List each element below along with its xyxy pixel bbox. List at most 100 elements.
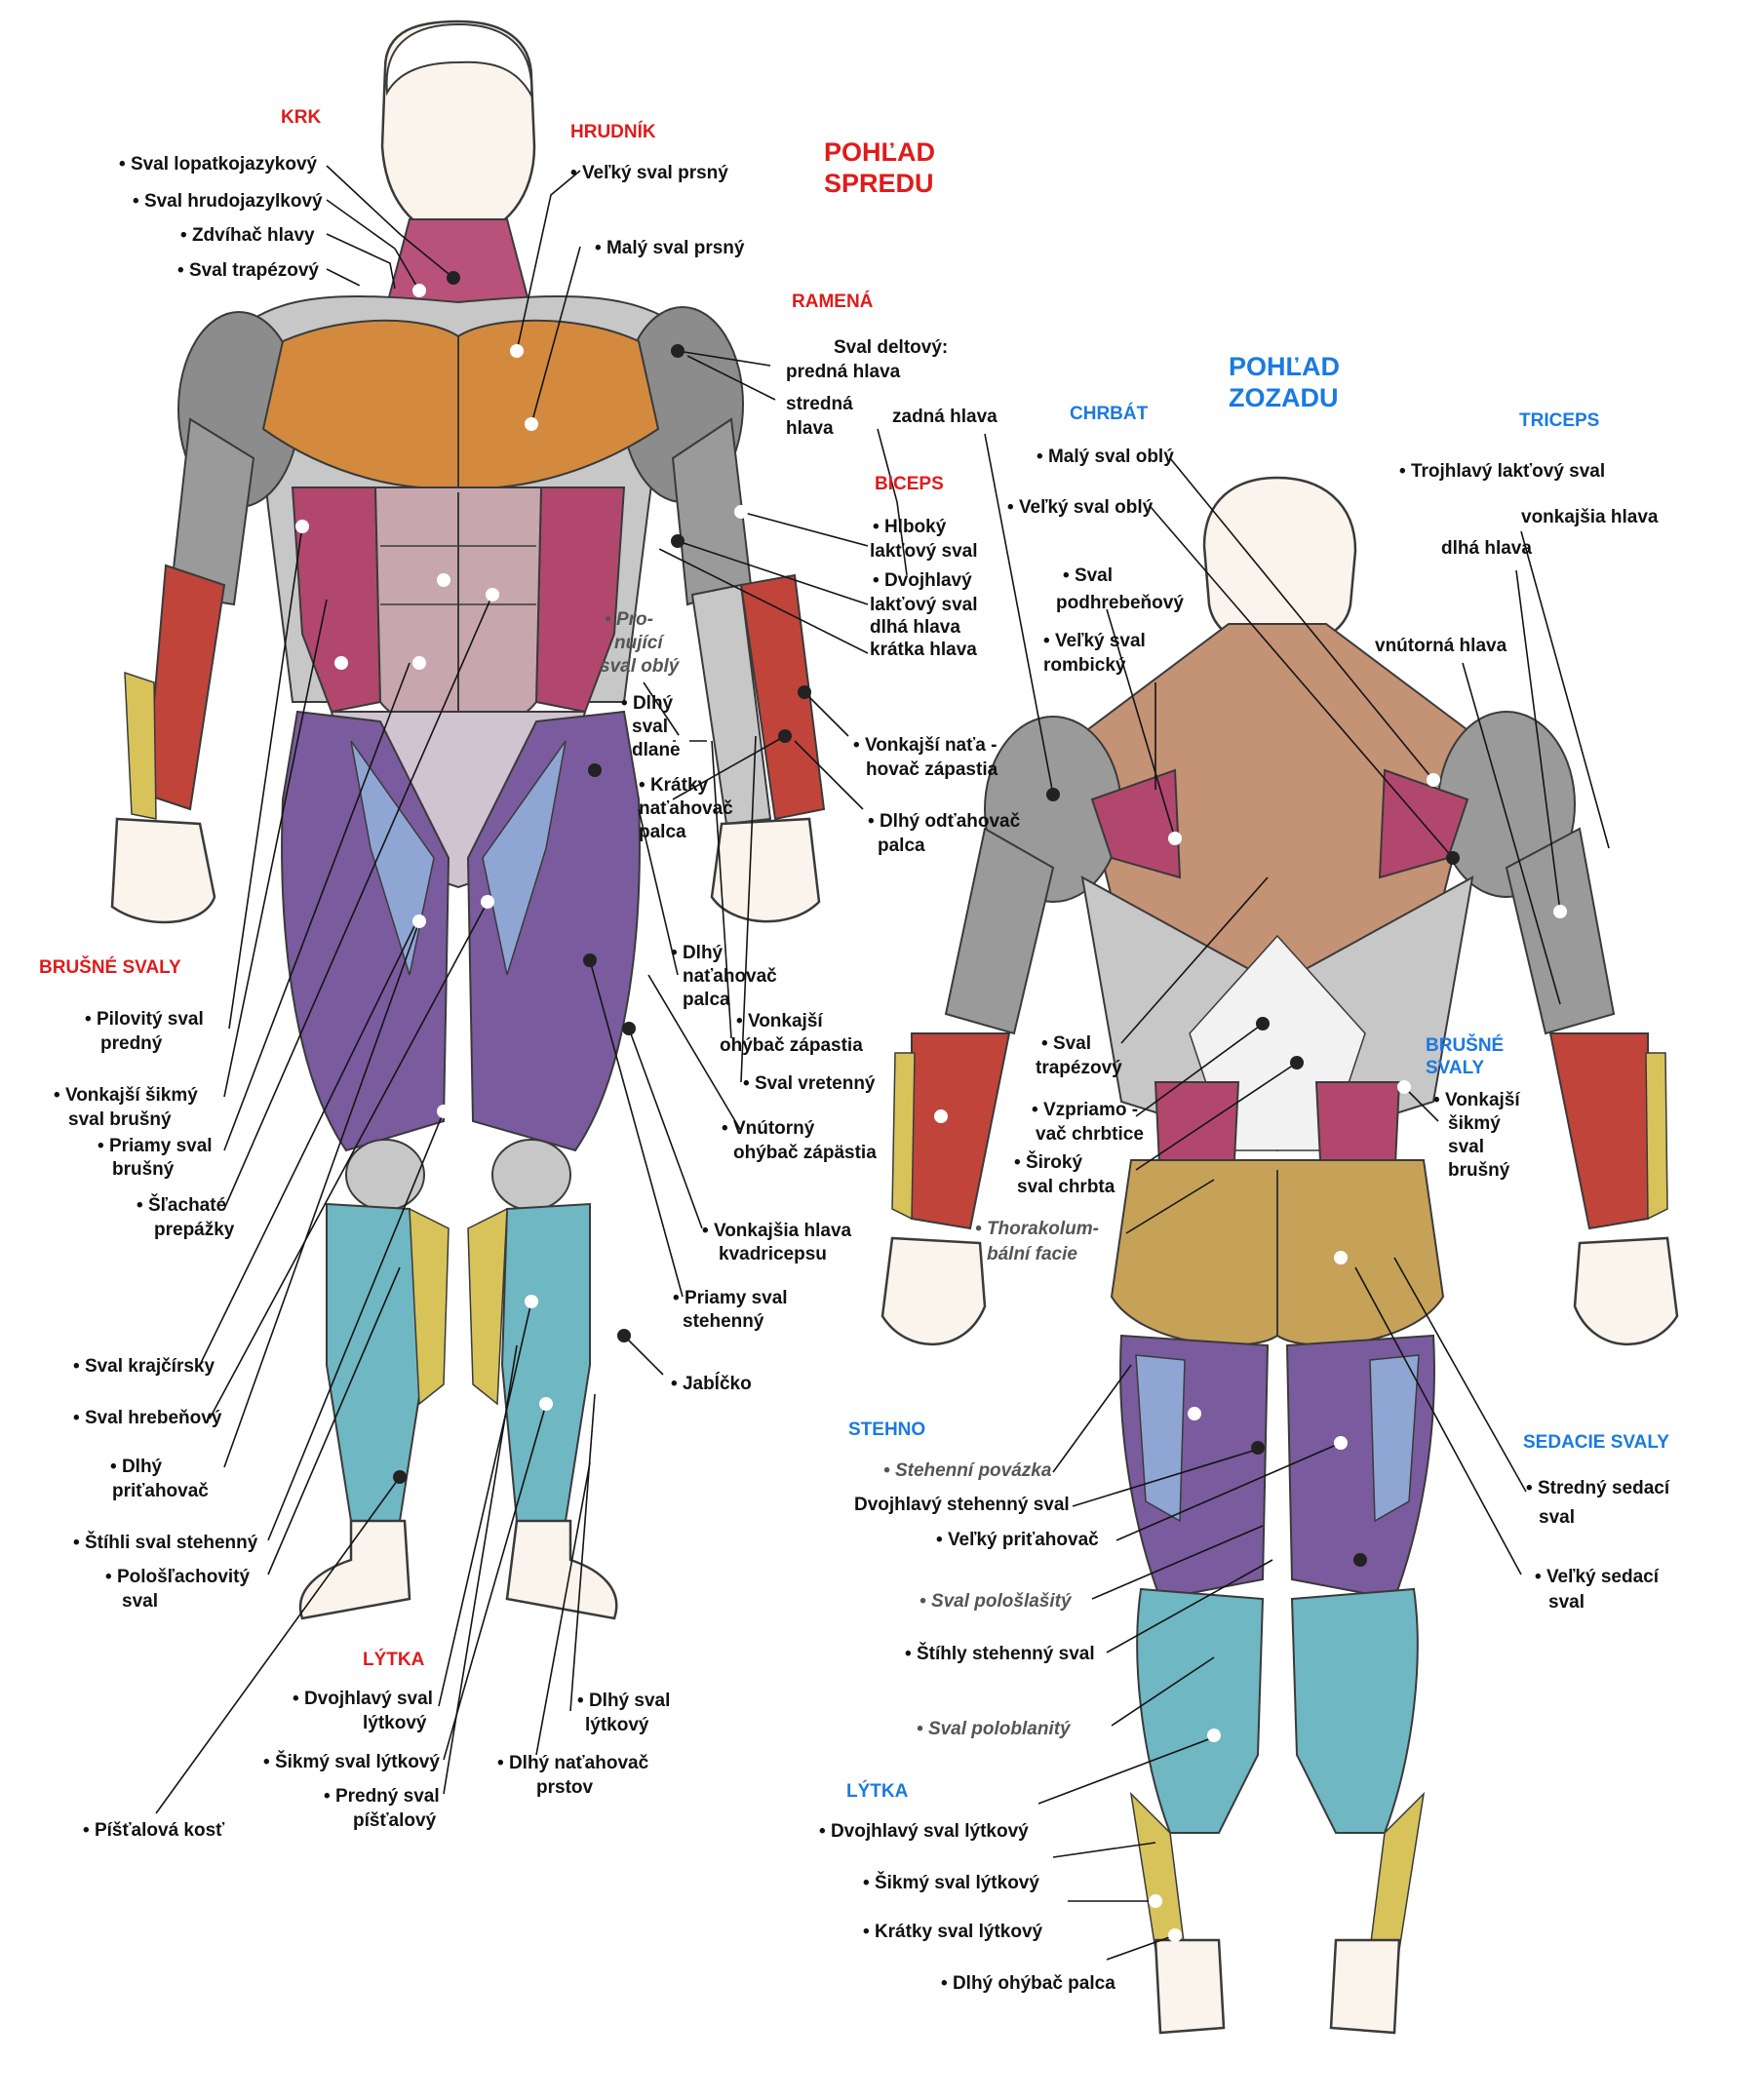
leader-line — [1106, 608, 1176, 839]
label-text: Sval — [1075, 565, 1113, 586]
section-brusne-back: BRUŠNÉ SVALY — [1426, 1034, 1509, 1078]
leader-line — [1052, 1842, 1156, 1858]
label-text: Veľký priťahovač — [948, 1530, 1099, 1550]
marker-dot — [525, 417, 538, 431]
label-line: stredná — [786, 394, 853, 414]
label-dlhy-odtahovac: • Dlhý odťahovač palca — [868, 811, 1025, 856]
leader-line — [223, 920, 420, 1468]
label-line: • Dlhý sval — [577, 1691, 670, 1711]
label-priamy-brusny: • Priamy sval brušný — [98, 1136, 217, 1180]
label-line: • Stredný sedací — [1526, 1478, 1670, 1498]
front-right-calf-tendon — [467, 1207, 508, 1406]
label-line: • Veľký sval — [1043, 631, 1146, 651]
label-zadna-hlava: zadná hlava — [892, 407, 998, 427]
back-right-calf — [1290, 1587, 1419, 1834]
label-vretenny: • Sval vretenný — [743, 1073, 876, 1094]
front-left-hand — [110, 817, 216, 924]
marker-dot — [1188, 1407, 1201, 1420]
marker-dot — [525, 1295, 538, 1308]
marker-dot — [412, 656, 426, 670]
back-head — [1202, 476, 1357, 650]
marker-dot — [295, 520, 309, 533]
label-text: Dvojhlavý sval lýtkový — [831, 1821, 1029, 1842]
label-line: podhrebeňový — [1056, 593, 1184, 613]
label-line: sval — [1548, 1592, 1585, 1613]
front-right-calf — [500, 1202, 591, 1522]
label-line: ohýbač zápästia — [733, 1143, 877, 1163]
section-chrbat: CHRBÁT — [1070, 403, 1149, 424]
leader-lines — [155, 165, 1610, 1961]
marker-dot — [1397, 1080, 1411, 1094]
label-line: predný — [100, 1033, 163, 1054]
label-line: hovač zápastia — [866, 759, 998, 780]
label-line: naťahovač — [639, 798, 733, 819]
label-text: Dvojhlavý — [884, 570, 972, 591]
front-head — [380, 19, 536, 241]
label-trojhlavy: • Trojhlavý lakťový sval — [1399, 461, 1605, 482]
back-right-forearm — [1548, 1032, 1649, 1230]
label-siroky: • Široký sval chrbta — [1014, 1151, 1115, 1197]
label-line: sval brušný — [68, 1109, 172, 1130]
marker-dot — [1553, 905, 1567, 918]
label-pronujici: • Pro- nující sval oblý — [600, 609, 681, 677]
back-right-hand — [1573, 1236, 1679, 1346]
label-line: • Predný sval — [324, 1786, 440, 1807]
section-triceps: TRICEPS — [1519, 410, 1599, 431]
label-text: Sval vretenný — [755, 1073, 876, 1094]
label-line: • Vnútorný — [722, 1118, 815, 1139]
leader-line — [1150, 506, 1454, 859]
back-left-hamstring-blue — [1135, 1354, 1186, 1523]
marker-dot — [447, 271, 460, 285]
leader-line — [1135, 1023, 1264, 1117]
front-right-thigh-blue — [482, 740, 567, 976]
label-maly-obly: • Malý sval oblý — [1037, 447, 1174, 467]
leader-line — [1106, 1934, 1176, 1961]
label-predny-pistalovy: • Predný sval píšťalový — [324, 1786, 445, 1831]
marker-dot — [1334, 1436, 1348, 1450]
leader-line — [223, 594, 493, 1210]
label-line: • Dlhý naťahovač — [497, 1753, 649, 1773]
label-text: Pilovitý sval — [97, 1009, 204, 1030]
marker-dot — [1446, 851, 1460, 865]
label-text: Štíhly stehenný sval — [917, 1643, 1095, 1664]
label-maly-prsny: • Malý sval prsný — [595, 238, 745, 258]
leader-line — [1115, 1442, 1342, 1541]
label-poloblanity: • Sval poloblanitý — [917, 1719, 1072, 1739]
marker-dot — [1251, 1441, 1265, 1455]
leader-line — [569, 1393, 596, 1712]
label-line: • Pro- — [605, 609, 653, 630]
label-line: • Priamy sval — [98, 1136, 213, 1156]
marker-dot — [334, 656, 348, 670]
leader-line — [643, 681, 684, 742]
label-vonkajsi-sikmy-back: • Vonkajší šikmý sval brušný — [1433, 1090, 1525, 1181]
marker-dot — [671, 344, 685, 358]
section-biceps: BICEPS — [875, 474, 944, 494]
section-brusne-back-line1: BRUŠNÉ — [1426, 1034, 1504, 1056]
label-line: • Dlhý — [110, 1457, 163, 1477]
label-stehenni-povazka: • Stehenní povázka — [883, 1460, 1052, 1481]
label-line: krátka hlava — [870, 640, 977, 660]
label-line: palca — [878, 836, 925, 856]
label-vonkajsia-hlava: vonkajšia hlava — [1521, 507, 1659, 527]
label-line: lýtkový — [363, 1713, 427, 1733]
front-right-hand — [710, 817, 821, 923]
label-poloslasity: • Sval pološlašitý — [920, 1591, 1073, 1612]
label-krajcirsky: • Sval krajčírsky — [73, 1356, 215, 1377]
front-view-heading: POHĽAD SPREDU — [824, 137, 943, 198]
label-text: Trojhlavý lakťový sval — [1411, 461, 1605, 482]
leader-line — [199, 925, 415, 1366]
marker-dot — [437, 1105, 450, 1118]
label-line: • Dlhý odťahovač — [868, 811, 1021, 832]
marker-dots — [295, 271, 1567, 1942]
marker-dot — [617, 1329, 631, 1342]
marker-dot — [510, 344, 524, 358]
leader-line — [1106, 1559, 1273, 1653]
label-slachate: • Šľachaté prepážky — [137, 1194, 235, 1240]
back-left-foot — [1154, 1938, 1226, 2035]
leader-line — [984, 433, 1054, 796]
label-line: dlhá hlava — [870, 617, 960, 638]
marker-dot — [734, 505, 748, 519]
label-text: Vonkajší šikmý — [65, 1085, 198, 1106]
label-vonkajsi-ohybac: • Vonkajší ohýbač zápastia — [720, 1011, 863, 1056]
leader-line — [794, 740, 864, 810]
